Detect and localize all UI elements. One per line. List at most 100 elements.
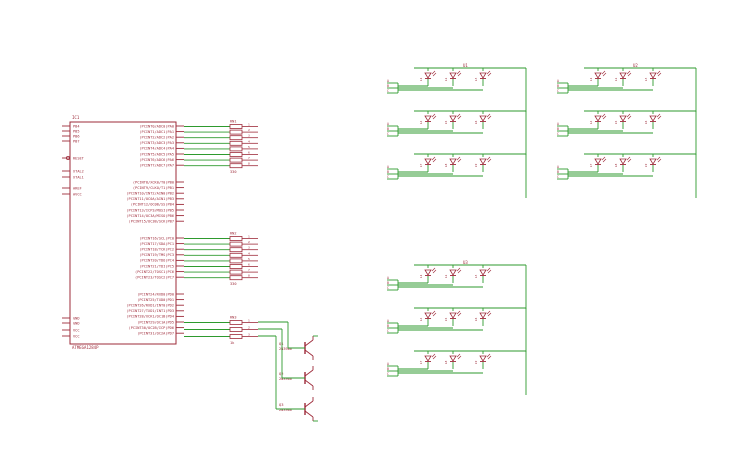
- led-diode: L3: [644, 70, 662, 81]
- ic-pin-label: (PCINT7/ADC7)PA7: [139, 164, 174, 168]
- led-triangle: [619, 115, 627, 122]
- ic-pin-label: PB6: [73, 134, 80, 138]
- ic-pin-label: (PCINT30/OC2B/ICP)PD6: [129, 326, 174, 330]
- transistor-collector: [304, 369, 314, 377]
- led-triangle: [649, 72, 657, 79]
- ic-pin-label: (PCINT21/TDI)PC5: [139, 264, 174, 268]
- pin-number: 5: [248, 257, 250, 261]
- ic-pin-label: (PCINT28/XCK1/OC1B)PD4: [126, 315, 174, 319]
- led-diode: L8: [444, 156, 462, 167]
- ic-pin-label: (PCINT8/XCK0/T0)PB0: [133, 180, 174, 184]
- led-emission-arrow: [456, 267, 461, 272]
- resistor: [229, 236, 243, 241]
- ic-pin-label: PB5: [73, 129, 80, 133]
- led-emission-arrow: [486, 267, 491, 272]
- led-emission-arrow: [602, 115, 607, 120]
- led-reference: L3: [474, 274, 478, 278]
- led-diode: L7: [419, 156, 437, 167]
- led-emission-arrow: [657, 115, 662, 120]
- resistor-network-value: 330: [230, 282, 237, 286]
- led-emission-arrow: [487, 158, 492, 163]
- resistor: [229, 320, 243, 325]
- ic-pin-label: (PCINT5/ADC5)PA5: [139, 152, 174, 156]
- led-diode: L5: [444, 310, 462, 321]
- ic-pin-label: (PCINT1/ADC1)PA1: [139, 130, 174, 134]
- led-reference: L3: [474, 77, 478, 81]
- led-reference: L6: [474, 120, 478, 124]
- led-triangle: [479, 72, 487, 79]
- net-label: A: [387, 165, 389, 169]
- led-emission-arrow: [456, 113, 461, 118]
- led-reference: L2: [444, 77, 448, 81]
- resistor: [229, 327, 243, 332]
- resistor-network-reference: RN1: [230, 120, 237, 124]
- led-emission-arrow: [431, 113, 436, 118]
- ic-pin-label: (PCINT24/RXD0)PD0: [137, 292, 174, 296]
- led-emission-arrow: [601, 70, 606, 75]
- led-reference: L2: [614, 77, 618, 81]
- resistor: [229, 124, 243, 129]
- led-emission-arrow: [602, 158, 607, 163]
- led-reference: L5: [444, 317, 448, 321]
- led-emission-arrow: [457, 158, 462, 163]
- resistor: [229, 252, 243, 258]
- led-diode: L3: [474, 267, 492, 278]
- net-label: B: [387, 367, 389, 371]
- led-reference: L4: [419, 120, 423, 124]
- led-reference: L6: [474, 317, 478, 321]
- pin-number: 2: [248, 326, 250, 330]
- led-triangle: [619, 158, 627, 165]
- led-emission-arrow: [431, 70, 436, 75]
- ic-pin-label: (PCINT17/SDA)PC1: [139, 242, 174, 246]
- led-emission-arrow: [457, 312, 462, 317]
- ic-pin-label: (PCINT9/CLKO/T1)PB1: [133, 186, 174, 190]
- net-label: B: [557, 84, 559, 88]
- ic-pin-label: (PCINT15/OC3B/SCK)PB7: [129, 220, 174, 224]
- led-emission-arrow: [486, 353, 491, 358]
- led-emission-arrow: [431, 267, 436, 272]
- led-emission-arrow: [487, 355, 492, 360]
- led-emission-arrow: [601, 156, 606, 161]
- net-label: C: [387, 175, 389, 179]
- led-reference: L5: [444, 120, 448, 124]
- resistor: [229, 129, 243, 135]
- led-emission-arrow: [657, 158, 662, 163]
- net-label: B: [387, 170, 389, 174]
- ic-pin-label: AREF: [73, 186, 82, 190]
- led-emission-arrow: [626, 70, 631, 75]
- ic-pin-label: (PCINT12/OC0B/SS)PB4: [131, 203, 174, 207]
- transistor-part: 2N3906: [279, 408, 292, 412]
- transistor-reference: Q2: [279, 371, 284, 376]
- led-emission-arrow: [486, 113, 491, 118]
- microcontroller-ic1: IC1ATMEGA1284P(PCINT0/ADC0)PA0(PCINT1/AD…: [62, 115, 184, 350]
- net-label: C: [387, 372, 389, 376]
- resistor-network-value: 330: [230, 170, 237, 174]
- net-label: C: [557, 89, 559, 93]
- ic-pin-label: (PCINT10/INT2/AIN0)PB2: [126, 192, 174, 196]
- led-triangle: [449, 158, 457, 165]
- led-diode: L8: [444, 353, 462, 364]
- resistor-network-reference: RN2: [230, 232, 237, 236]
- resistor: [229, 140, 243, 146]
- ic-pin-label: (PCINT3/ADC3)PA3: [139, 141, 174, 145]
- transistor-emitter: [304, 410, 314, 418]
- led-reference: L1: [419, 274, 423, 278]
- led-triangle: [449, 72, 457, 79]
- led-triangle: [479, 158, 487, 165]
- led-emission-arrow: [602, 72, 607, 77]
- led-emission-arrow: [487, 115, 492, 120]
- led-emission-arrow: [626, 156, 631, 161]
- net-label: A: [387, 79, 389, 83]
- net-label: A: [557, 165, 559, 169]
- transistor-part: 2N3906: [279, 347, 292, 351]
- resistor: [229, 258, 243, 264]
- ic-pin-label: GND: [73, 316, 80, 320]
- ic-part-number: ATMEGA1284P: [72, 345, 99, 350]
- pin-number: 3: [248, 246, 250, 250]
- ic-pin-label: (PCINT16/SCL)PC0: [139, 236, 174, 240]
- net-label: B: [387, 281, 389, 285]
- ic-pin-label: VCC: [73, 334, 80, 338]
